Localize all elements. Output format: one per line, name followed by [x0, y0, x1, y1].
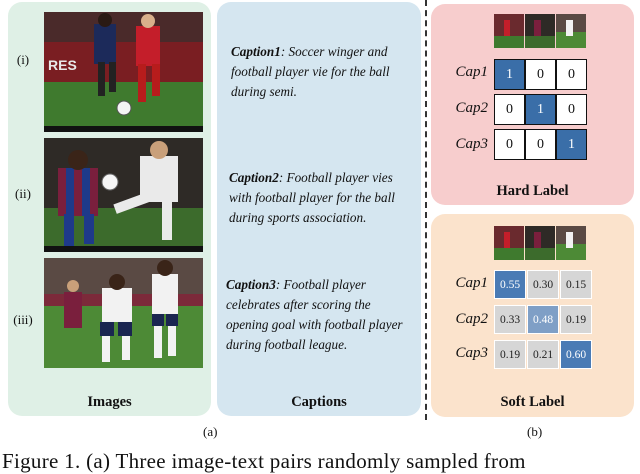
soft-cell-1-2: 0.19 [560, 305, 592, 334]
hard-cell-1-2: 0 [556, 94, 587, 125]
hard-row-label-2: Cap2 [455, 100, 488, 116]
soft-cell-0-2: 0.15 [560, 270, 592, 299]
soft-cell-2-2: 0.60 [560, 340, 592, 369]
caption-3: Caption3: Football player celebrates aft… [226, 275, 416, 355]
hard-row-label-1: Cap1 [455, 64, 488, 80]
caption-1: Caption1: Soccer winger and football pla… [231, 42, 416, 102]
row-label-i: (i) [16, 52, 30, 67]
hard-row-label-3: Cap3 [455, 136, 488, 152]
soft-cell-2-0: 0.19 [494, 340, 526, 369]
hard-cell-0-1: 0 [525, 59, 556, 90]
hard-cell-2-2: 1 [556, 129, 587, 160]
images-title: Images [87, 394, 132, 410]
hard-cell-1-1: 1 [525, 94, 556, 125]
hard-label-image-strip [494, 14, 586, 48]
soft-cell-1-0: 0.33 [494, 305, 526, 334]
soft-cell-0-1: 0.30 [527, 270, 559, 299]
soft-row-label-3: Cap3 [455, 345, 488, 361]
caption-1-text: : Soccer winger and football player vie … [231, 44, 390, 99]
hard-cell-2-1: 0 [525, 129, 556, 160]
hard-cell-0-2: 0 [556, 59, 587, 90]
figure-caption: Figure 1. (a) Three image-text pairs ran… [2, 449, 526, 473]
dashed-divider [425, 0, 427, 420]
hard-cell-1-0: 0 [494, 94, 525, 125]
caption-2-text: : Football player vies with football pla… [229, 170, 395, 225]
captions-panel [217, 2, 421, 416]
caption-3-name: Caption3 [226, 277, 276, 292]
sublabel-b: (b) [527, 424, 543, 439]
soft-cell-0-0: 0.55 [494, 270, 526, 299]
soft-label-title: Soft Label [500, 394, 565, 410]
soft-row-label-2: Cap2 [455, 311, 488, 327]
hard-cell-2-0: 0 [494, 129, 525, 160]
captions-title: Captions [291, 394, 347, 410]
soft-label-image-strip [494, 226, 586, 260]
hard-cell-0-0: 1 [494, 59, 525, 90]
soccer-photo-2 [44, 138, 203, 252]
sublabel-a: (a) [203, 424, 218, 439]
caption-2: Caption2: Football player vies with foot… [229, 168, 415, 228]
soccer-photo-3 [44, 258, 203, 368]
caption-1-name: Caption1 [231, 44, 281, 59]
caption-3-text: : Football player celebrates after scori… [226, 277, 403, 352]
soft-cell-2-1: 0.21 [527, 340, 559, 369]
soft-row-label-1: Cap1 [455, 275, 488, 291]
row-label-iii: (iii) [13, 312, 33, 327]
hard-label-title: Hard Label [496, 183, 569, 199]
svg-text:RES: RES [48, 57, 77, 73]
soft-cell-1-1: 0.48 [527, 305, 559, 334]
caption-2-name: Caption2 [229, 170, 279, 185]
row-label-ii: (ii) [15, 186, 31, 201]
soccer-photo-1: RES [44, 12, 203, 132]
